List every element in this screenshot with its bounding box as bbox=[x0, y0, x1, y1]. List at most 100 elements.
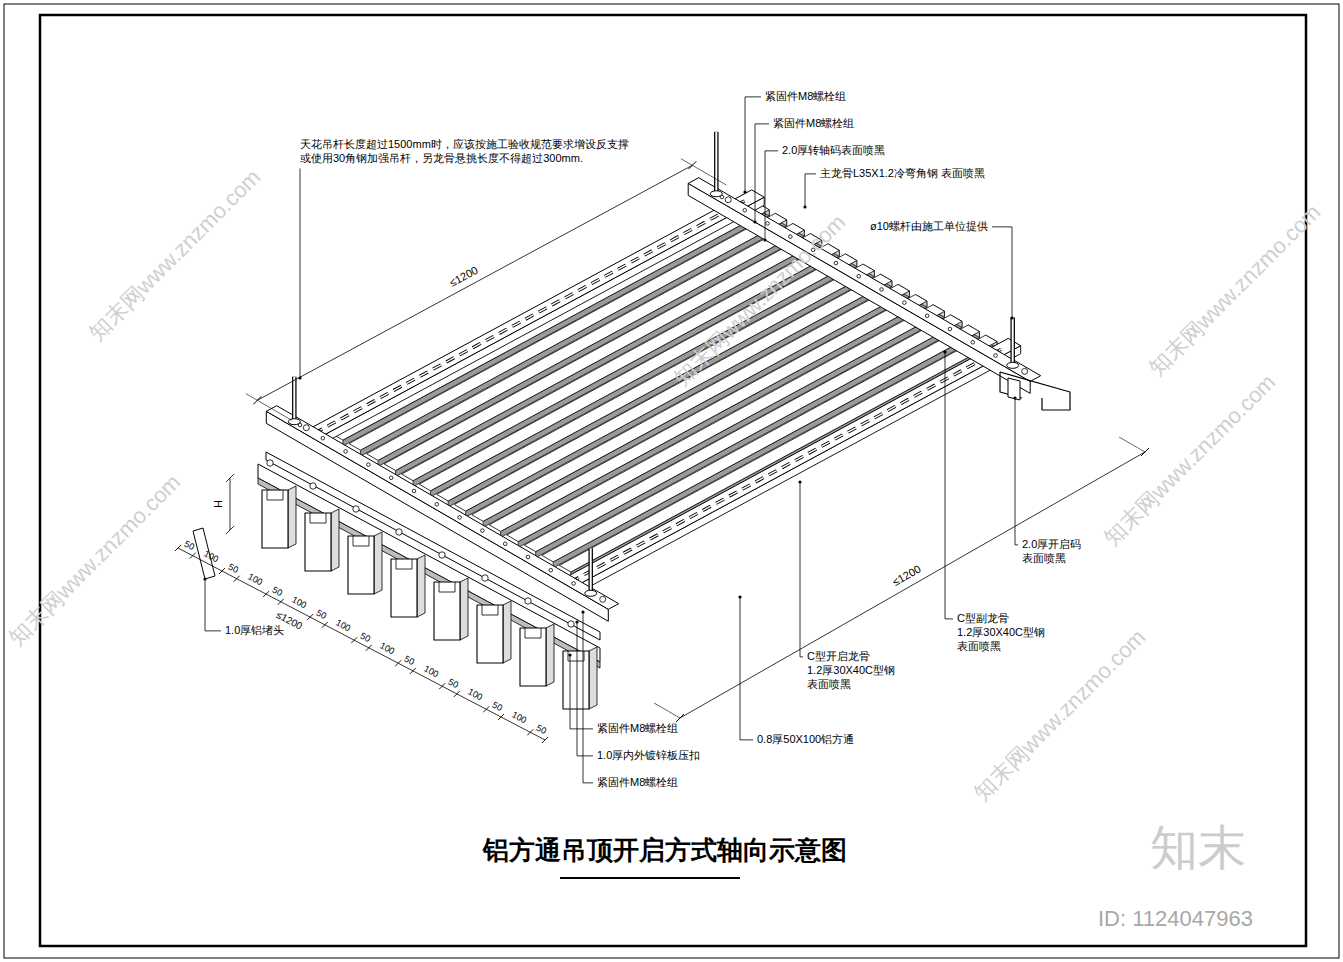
dimension-tick bbox=[226, 526, 234, 534]
tube-section-side bbox=[546, 624, 554, 686]
bolt-hole bbox=[766, 222, 770, 226]
bolt-hole bbox=[572, 582, 576, 586]
leader-line bbox=[745, 97, 761, 192]
dimension-tick bbox=[322, 622, 328, 628]
tube-section bbox=[262, 490, 288, 548]
leader-dot bbox=[803, 205, 806, 208]
c-channel-side bbox=[312, 197, 764, 449]
hanger-rod bbox=[1012, 317, 1014, 365]
bolt bbox=[525, 598, 531, 604]
dimension-tick bbox=[175, 545, 181, 551]
leader-line bbox=[577, 622, 593, 756]
dimension-label: 50 bbox=[446, 677, 460, 692]
leader-line bbox=[740, 597, 753, 740]
tube-section-side bbox=[331, 509, 339, 571]
leader-dot bbox=[568, 653, 571, 656]
callout-label: ø10螺杆由施工单位提供 bbox=[870, 220, 988, 234]
channel-end bbox=[1000, 372, 1070, 410]
leader-line bbox=[755, 124, 769, 222]
tube-clip bbox=[353, 536, 369, 546]
tube-section-side bbox=[417, 555, 425, 617]
leader-line bbox=[205, 579, 221, 631]
nut bbox=[710, 191, 722, 197]
dimension-tick bbox=[483, 706, 489, 712]
dimension-line bbox=[680, 452, 1145, 718]
inner-frame bbox=[40, 15, 1306, 946]
dimension-tick bbox=[527, 729, 533, 735]
bolt bbox=[1022, 368, 1028, 374]
dimension-line bbox=[257, 165, 692, 400]
tube-section bbox=[434, 582, 460, 640]
leader-dot bbox=[738, 595, 741, 598]
dimension-label: 100 bbox=[510, 710, 529, 727]
bolt-hole bbox=[925, 314, 929, 318]
dimension-tick bbox=[226, 474, 234, 482]
tube-section-side bbox=[503, 601, 511, 663]
dimension-label: 100 bbox=[422, 664, 441, 681]
angle-section bbox=[266, 452, 600, 640]
bolt bbox=[600, 596, 606, 602]
tube-section-side bbox=[460, 578, 468, 640]
leader-line bbox=[805, 174, 816, 207]
dimension-tick bbox=[253, 396, 261, 404]
watermark: 知末网www.znzmo.com bbox=[669, 209, 852, 392]
dimension-label: 100 bbox=[466, 687, 485, 704]
tube-clip bbox=[482, 605, 498, 615]
bolt-hole bbox=[857, 274, 861, 278]
tube-section bbox=[563, 651, 589, 709]
dimension-tick bbox=[439, 683, 445, 689]
dimension-label: 50 bbox=[314, 607, 328, 622]
dimension-tick bbox=[454, 691, 460, 697]
callout-label: 紧固件M8螺栓组 bbox=[765, 90, 846, 104]
bolt-hole bbox=[481, 529, 485, 533]
tube-side bbox=[536, 321, 962, 557]
angle-top bbox=[688, 178, 1040, 382]
title: 铝方通吊顶开启方式轴向示意图 bbox=[483, 834, 847, 867]
leader-dot bbox=[798, 480, 801, 483]
leader-dot bbox=[581, 610, 584, 613]
tube-side bbox=[553, 332, 979, 568]
image-id: ID: 1124047963 bbox=[1098, 905, 1253, 933]
nut bbox=[585, 590, 597, 596]
dimension-label: ≤1200 bbox=[447, 264, 480, 291]
dimension-tick bbox=[366, 645, 372, 651]
c-channel-slots bbox=[571, 347, 1006, 582]
tube-clip bbox=[267, 490, 283, 500]
extension-line bbox=[1119, 437, 1145, 452]
dimension-tick bbox=[410, 668, 416, 674]
tube-section bbox=[391, 559, 417, 617]
dimension-label: 50 bbox=[226, 561, 240, 576]
dimension-label: 100 bbox=[289, 595, 308, 612]
extension-line bbox=[681, 159, 727, 185]
angle-flange bbox=[688, 183, 1030, 393]
bolt-hole bbox=[549, 568, 553, 572]
callout-label: 1.0厚内外镀锌板压扣 bbox=[597, 749, 700, 763]
dimension-label: 100 bbox=[333, 618, 352, 635]
leader-line bbox=[1015, 398, 1018, 545]
dimension-label: 100 bbox=[245, 572, 264, 589]
watermark: 知末网www.znzmo.com bbox=[1099, 369, 1282, 552]
bolt-hole bbox=[971, 340, 975, 344]
leader-dot bbox=[763, 238, 766, 241]
dimension-label: 50 bbox=[402, 654, 416, 669]
watermark: 知末网www.znzmo.com bbox=[4, 469, 187, 652]
callout-label: 2.0厚转轴码表面喷黑 bbox=[782, 144, 885, 158]
leader-line bbox=[300, 169, 301, 379]
bolt-hole bbox=[412, 489, 416, 493]
callout-label: 紧固件M8螺栓组 bbox=[773, 117, 854, 131]
dimension-tick bbox=[307, 614, 313, 620]
leader-line bbox=[800, 482, 803, 657]
open-bracket bbox=[1008, 378, 1020, 400]
c-channel-slots bbox=[571, 347, 1006, 582]
note-text: 天花吊杆长度超过1500mm时，应该按施工验收规范要求增设反支撑 或使用30角钢… bbox=[300, 138, 645, 166]
callout-label: 紧固件M8螺栓组 bbox=[597, 722, 678, 736]
bolt-hole bbox=[458, 516, 462, 520]
bolt-hole bbox=[321, 436, 325, 440]
bolt bbox=[482, 575, 488, 581]
callout-label: 紧固件M8螺栓组 bbox=[597, 776, 678, 790]
hanger-rod bbox=[714, 132, 719, 194]
dimension-label: 50 bbox=[270, 584, 284, 599]
dimension-label: 50 bbox=[534, 723, 548, 738]
leader-line bbox=[765, 151, 778, 240]
leader-dot bbox=[753, 220, 756, 223]
